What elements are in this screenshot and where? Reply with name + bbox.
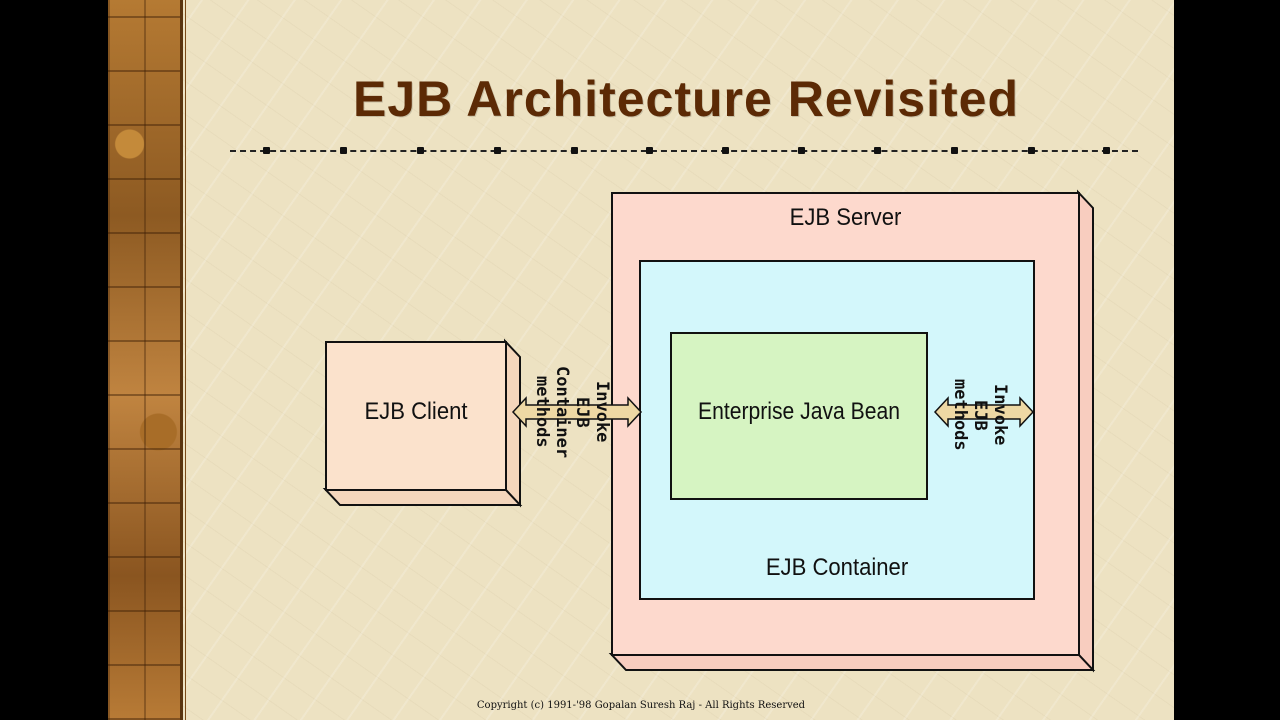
copyright-footer: Copyright (c) 1991-'98 Gopalan Suresh Ra… [476, 700, 806, 711]
dashed-divider [230, 150, 1138, 152]
invoke-container-methods-label: Invoke EJB Container methods [532, 365, 612, 459]
divider-dot [951, 147, 958, 154]
divider-dot [646, 147, 653, 154]
client-container-arrow [511, 396, 643, 428]
divider-dot [494, 147, 501, 154]
divider-dot [722, 147, 729, 154]
ejb-client-box: EJB Client [325, 341, 507, 491]
divider-dot [1103, 147, 1110, 154]
divider-dot [571, 147, 578, 154]
divider-dot [874, 147, 881, 154]
ejb-server-label: EJB Server [789, 204, 902, 231]
enterprise-java-bean-label: Enterprise Java Bean [698, 398, 900, 425]
decorative-wood-strip [108, 0, 180, 720]
strip-border [180, 0, 183, 720]
slide-title: EJB Architecture Revisited [352, 71, 1020, 127]
divider-dot [798, 147, 805, 154]
strip-border-inner [185, 0, 186, 720]
ejb-container-label: EJB Container [765, 554, 909, 581]
interaction-arrows [511, 396, 1035, 428]
bean-container-arrow [933, 396, 1035, 428]
divider-dot [1028, 147, 1035, 154]
enterprise-java-bean-box: Enterprise Java Bean [670, 332, 928, 500]
invoke-ejb-methods-label: Invoke EJB methods [950, 379, 1010, 451]
ejb-client-label: EJB Client [364, 398, 468, 425]
divider-dot [417, 147, 424, 154]
divider-dot [263, 147, 270, 154]
divider-dot [340, 147, 347, 154]
slide-canvas: EJB Architecture Revisited EJB Server EJ… [108, 0, 1174, 720]
